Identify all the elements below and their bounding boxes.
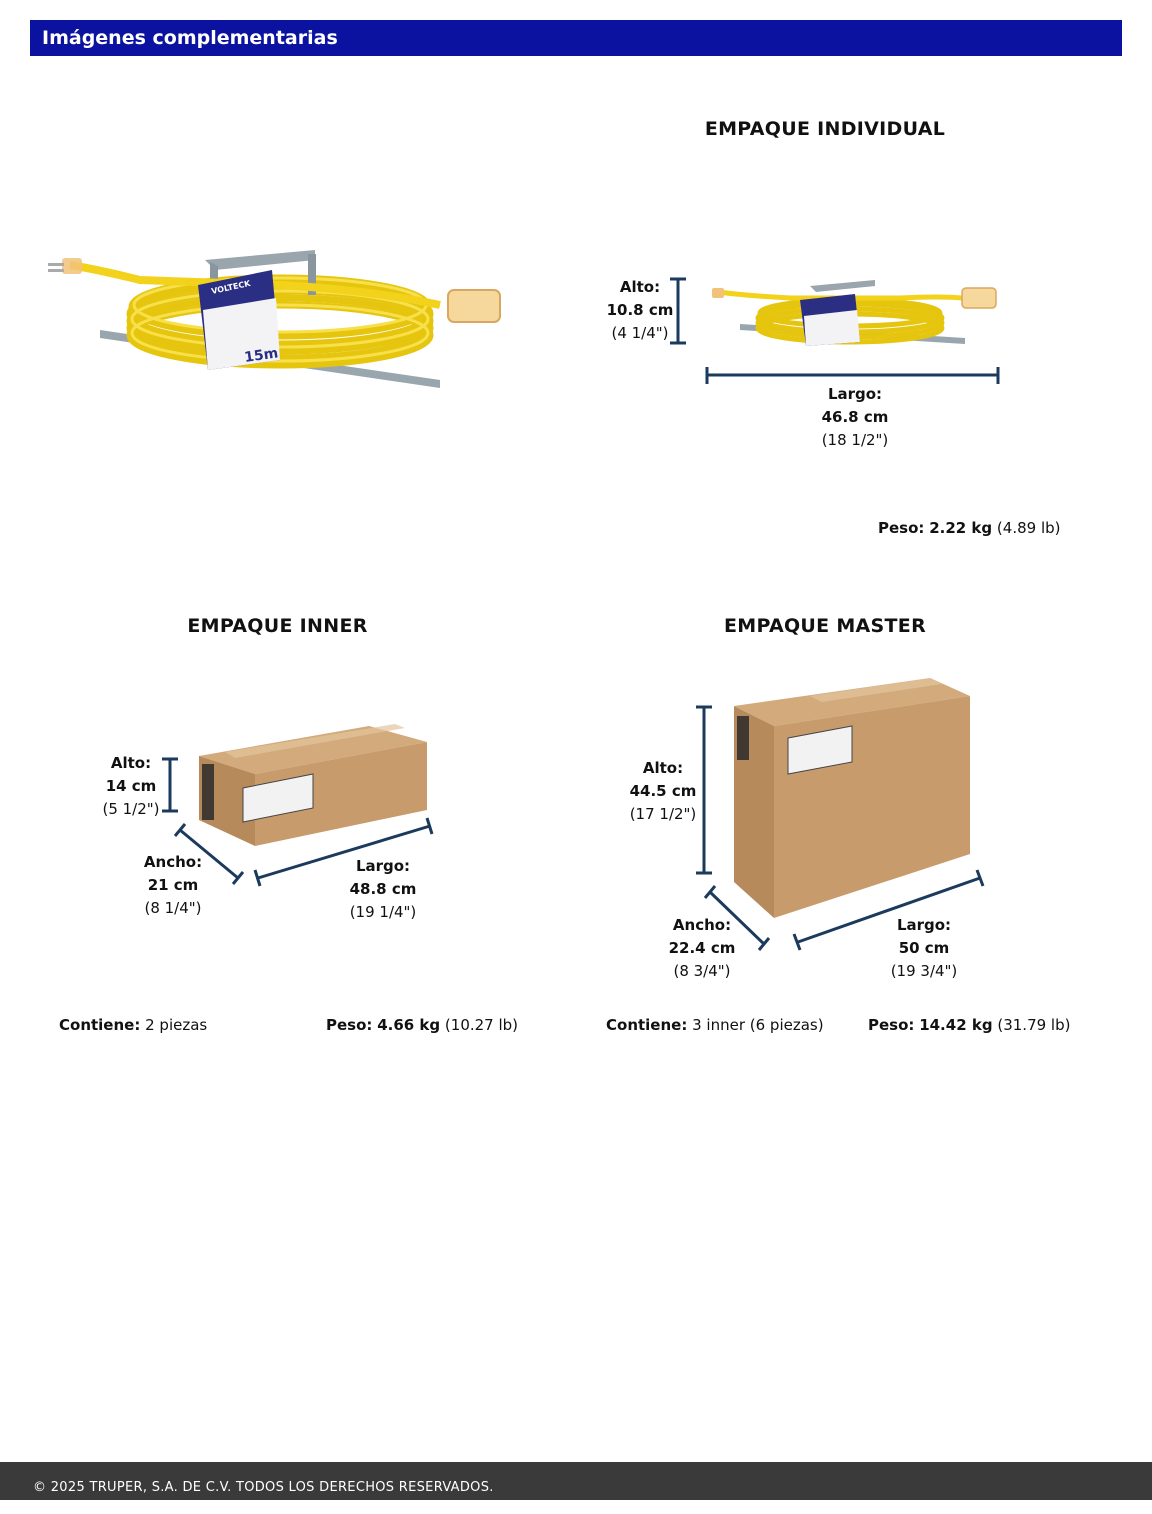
footer-copyright: © 2025 TRUPER, S.A. DE C.V. TODOS LOS DE… — [0, 1462, 1152, 1500]
master-contiene: Contiene: 3 inner (6 piezas) — [606, 1016, 824, 1034]
inner-largo: Largo: 48.8 cm (19 1/4") — [349, 857, 417, 921]
inner-contiene: Contiene: 2 piezas — [59, 1016, 208, 1034]
inner-largo-line — [253, 817, 434, 887]
inner-alto: Alto: 14 cm (5 1/2") — [102, 754, 160, 818]
master-largo: Largo: 50 cm (19 3/4") — [890, 916, 958, 980]
master-ancho-line — [703, 885, 771, 951]
master-largo-line — [792, 869, 985, 951]
master-alto: Alto: 44.5 cm (17 1/2") — [629, 759, 697, 823]
section-header: Imágenes complementarias — [30, 20, 1122, 56]
product-image-extension-cord: VOLTECK 15m — [48, 250, 501, 388]
inner-peso: Peso: 4.66 kg (10.27 lb) — [326, 1016, 519, 1034]
master-box-image — [734, 678, 970, 918]
individual-alto: Alto: 10.8 cm (4 1/4") — [606, 278, 674, 342]
master-peso: Peso: 14.42 kg (31.79 lb) — [868, 1016, 1071, 1034]
inner-ancho-line — [173, 823, 245, 885]
length-label: 15m — [243, 345, 279, 366]
master-title: EMPAQUE MASTER — [723, 615, 926, 637]
individual-product-image — [712, 280, 997, 346]
master-ancho: Ancho: 22.4 cm (8 3/4") — [668, 916, 736, 980]
individual-largo: Largo: 46.8 cm (18 1/2") — [821, 385, 889, 449]
individual-peso: Peso: 2.22 kg (4.89 lb) — [878, 519, 1061, 537]
individual-title: EMPAQUE INDIVIDUAL — [704, 118, 946, 140]
inner-alto-line — [162, 757, 178, 813]
inner-ancho: Ancho: 21 cm (8 1/4") — [143, 853, 203, 917]
master-alto-line — [696, 705, 712, 875]
individual-alto-line — [670, 277, 686, 345]
inner-box-image — [199, 724, 427, 846]
inner-title: EMPAQUE INNER — [187, 615, 368, 637]
individual-largo-line — [705, 367, 1000, 384]
